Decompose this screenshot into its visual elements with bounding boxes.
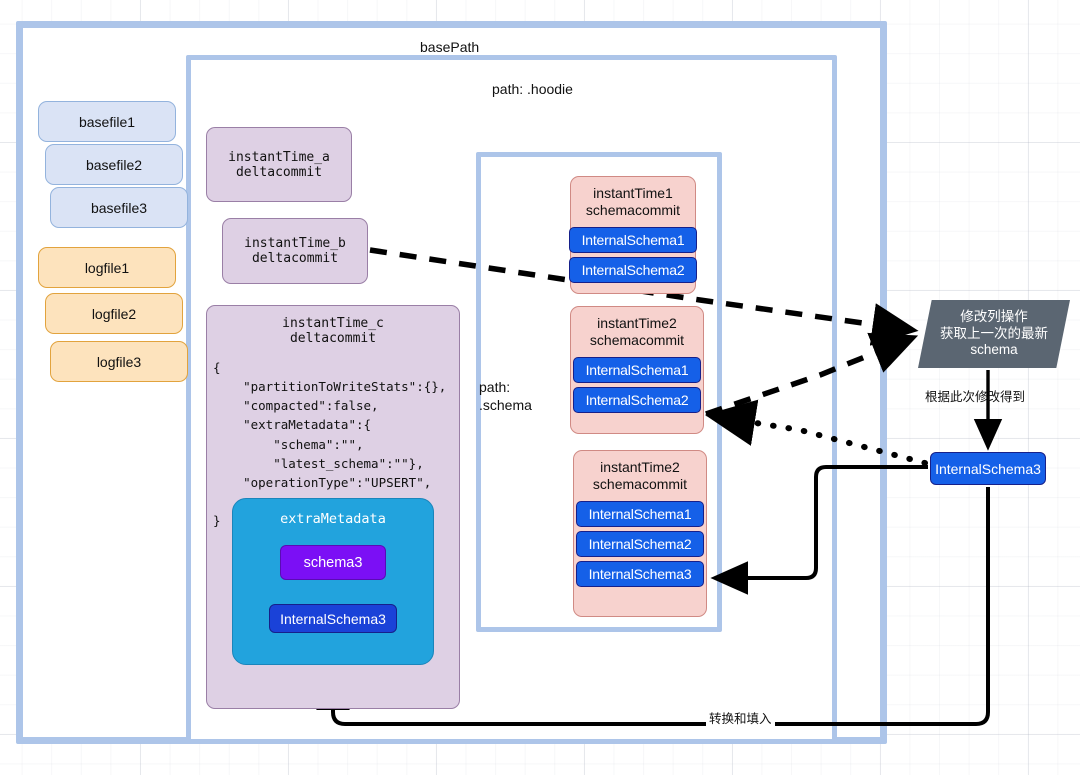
internalschema-chip-1-1[interactable]: InternalSchema1 — [569, 226, 697, 253]
basefile-node-1[interactable]: basefile1 — [38, 101, 176, 142]
schemacommit-1-title: instantTime1 schemacommit — [585, 185, 681, 218]
basefile-node-3[interactable]: basefile3 — [50, 187, 188, 228]
logfile-node-3[interactable]: logfile3 — [50, 341, 188, 382]
commit-c-title: instantTime_c deltacommit — [282, 316, 384, 346]
schemacommit-node-3[interactable]: instantTime2 schemacommit InternalSchema… — [573, 450, 707, 617]
schemacommit-3-title: instantTime2 schemacommit — [592, 459, 688, 492]
edge-internalschema3-to-internalschema2-dotted — [704, 399, 928, 466]
schemacommit-node-2[interactable]: instantTime2 schemacommit InternalSchema… — [570, 306, 704, 434]
logfile-node-1[interactable]: logfile1 — [38, 247, 176, 288]
edge-label-derive: 根据此次修改得到 — [925, 390, 1026, 404]
modify-column-operation-node[interactable]: 修改列操作 获取上一次的最新 schema — [918, 300, 1070, 368]
internalschema-chip-3-3[interactable]: InternalSchema3 — [576, 560, 704, 587]
edge-internalschema2-to-modify-op — [705, 332, 919, 417]
internalschema-chip-2-1[interactable]: InternalSchema1 — [573, 356, 701, 383]
extrametadata-title: extraMetadata — [280, 511, 386, 527]
internalschema3-result-node[interactable]: InternalSchema3 — [930, 452, 1046, 485]
commit-node-instanttime-a[interactable]: instantTime_a deltacommit — [206, 127, 352, 202]
edge-internalschema3-to-extrametadata — [316, 487, 990, 726]
internalschema3-chip[interactable]: InternalSchema3 — [269, 604, 397, 633]
modify-column-operation-text: 修改列操作 获取上一次的最新 schema — [918, 300, 1070, 368]
internalschema-chip-1-2[interactable]: InternalSchema2 — [569, 256, 697, 283]
internalschema-chip-3-1[interactable]: InternalSchema1 — [576, 500, 704, 527]
edge-label-convert: 转换和填入 — [706, 712, 775, 728]
schemacommit-node-1[interactable]: instantTime1 schemacommit InternalSchema… — [569, 176, 697, 294]
commit-c-json-body: { "partitionToWriteStats":{}, "compacted… — [213, 360, 447, 528]
schema3-chip[interactable]: schema3 — [280, 545, 386, 580]
edge-internalschema3-to-schemacommit3 — [710, 465, 928, 595]
basepath-label: basePath — [420, 39, 480, 55]
hoodie-path-label: path: .hoodie — [492, 81, 573, 97]
basefile-node-2[interactable]: basefile2 — [45, 144, 183, 185]
logfile-node-2[interactable]: logfile2 — [45, 293, 183, 334]
extrametadata-box[interactable]: extraMetadata schema3 InternalSchema3 — [232, 498, 434, 665]
schemacommit-2-title: instantTime2 schemacommit — [589, 315, 685, 348]
schema-path-label: path: .schema — [479, 379, 532, 413]
internalschema-chip-2-2[interactable]: InternalSchema2 — [573, 386, 701, 413]
commit-node-instanttime-b[interactable]: instantTime_b deltacommit — [222, 218, 368, 284]
edge-commit-b-to-modify-op — [369, 247, 919, 346]
internalschema-chip-3-2[interactable]: InternalSchema2 — [576, 530, 704, 557]
